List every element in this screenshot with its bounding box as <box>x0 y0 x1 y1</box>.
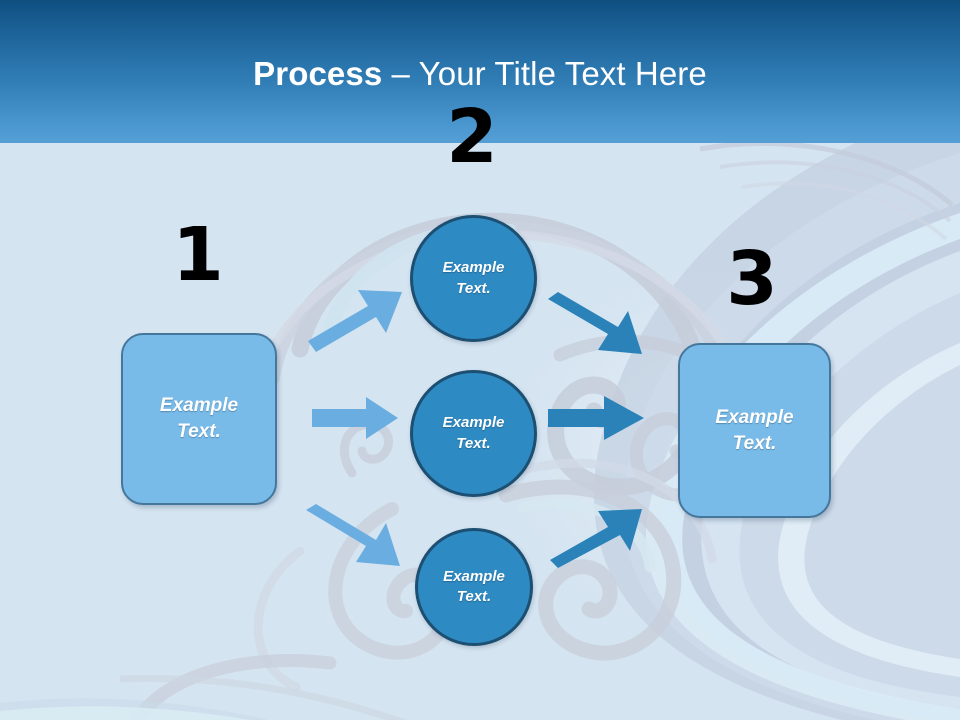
node-start-box[interactable]: Example Text. <box>121 333 277 505</box>
node-circle-bottom[interactable]: Example Text. <box>415 528 533 646</box>
node-circle-middle-label: Example Text. <box>442 414 505 452</box>
page-title-strong: Process <box>253 55 383 92</box>
node-end-label: Example Text. <box>715 406 794 454</box>
node-circle-bottom-label: Example Text. <box>443 567 505 605</box>
node-circle-middle[interactable]: Example Text. <box>410 370 537 497</box>
slide-header-band: Process – Your Title Text Here <box>0 0 960 143</box>
node-circle-top[interactable]: Example Text. <box>410 215 537 342</box>
page-title: Process – Your Title Text Here <box>0 54 960 94</box>
step-number-2: 2 <box>446 94 498 180</box>
step-number-1: 1 <box>172 212 224 298</box>
page-title-rest: – Your Title Text Here <box>382 55 707 92</box>
node-circle-top-label: Example Text. <box>442 259 505 297</box>
node-start-label: Example Text. <box>159 395 239 442</box>
step-number-3: 3 <box>726 236 778 322</box>
node-end-box[interactable]: Example Text. <box>678 343 831 518</box>
